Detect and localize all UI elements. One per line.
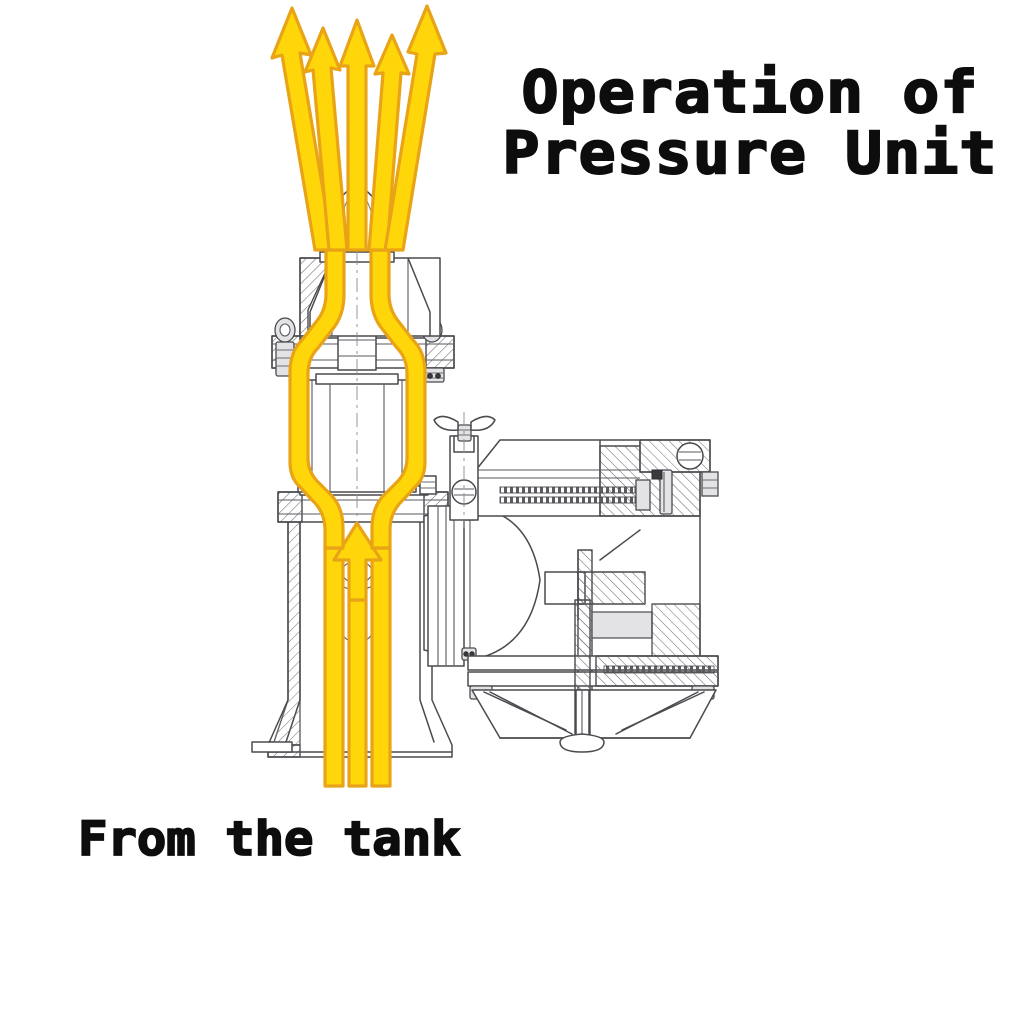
right-machine-assembly bbox=[251, 412, 719, 753]
title-line-2: Pressure Unit bbox=[501, 118, 998, 187]
wing-nut-clamp bbox=[433, 412, 496, 528]
outlet-arrows bbox=[270, 4, 448, 252]
outlet-arrow-4 bbox=[367, 33, 411, 252]
outlet-arrow-1 bbox=[270, 6, 335, 252]
wing-nut-right-wing bbox=[470, 415, 496, 432]
inlet-band-center bbox=[347, 598, 368, 788]
outlet-arrow-5 bbox=[383, 4, 448, 252]
support-foot bbox=[559, 599, 605, 753]
internal-up-arrow bbox=[332, 521, 383, 602]
page-title: Operation of Pressure Unit bbox=[485, 58, 1015, 187]
lower-flange bbox=[277, 485, 449, 641]
title-line-1: Operation of bbox=[520, 58, 979, 126]
inlet-band-left bbox=[323, 546, 345, 788]
inlet-band-right bbox=[370, 546, 392, 788]
threaded-rod-lower bbox=[499, 496, 636, 504]
tripod-support bbox=[471, 689, 717, 739]
riser-left bbox=[288, 248, 346, 550]
riser-flow-paths bbox=[288, 248, 427, 550]
left-small-bracket bbox=[251, 475, 437, 753]
riser-right bbox=[369, 248, 427, 550]
upper-cylinder-body bbox=[475, 439, 719, 517]
outlet-arrow-2 bbox=[303, 26, 349, 252]
wing-nut-left-wing bbox=[433, 415, 459, 432]
threaded-rod-upper bbox=[499, 486, 636, 494]
outlet-arrow-3 bbox=[338, 18, 376, 252]
source-caption: From the tank bbox=[77, 811, 461, 868]
